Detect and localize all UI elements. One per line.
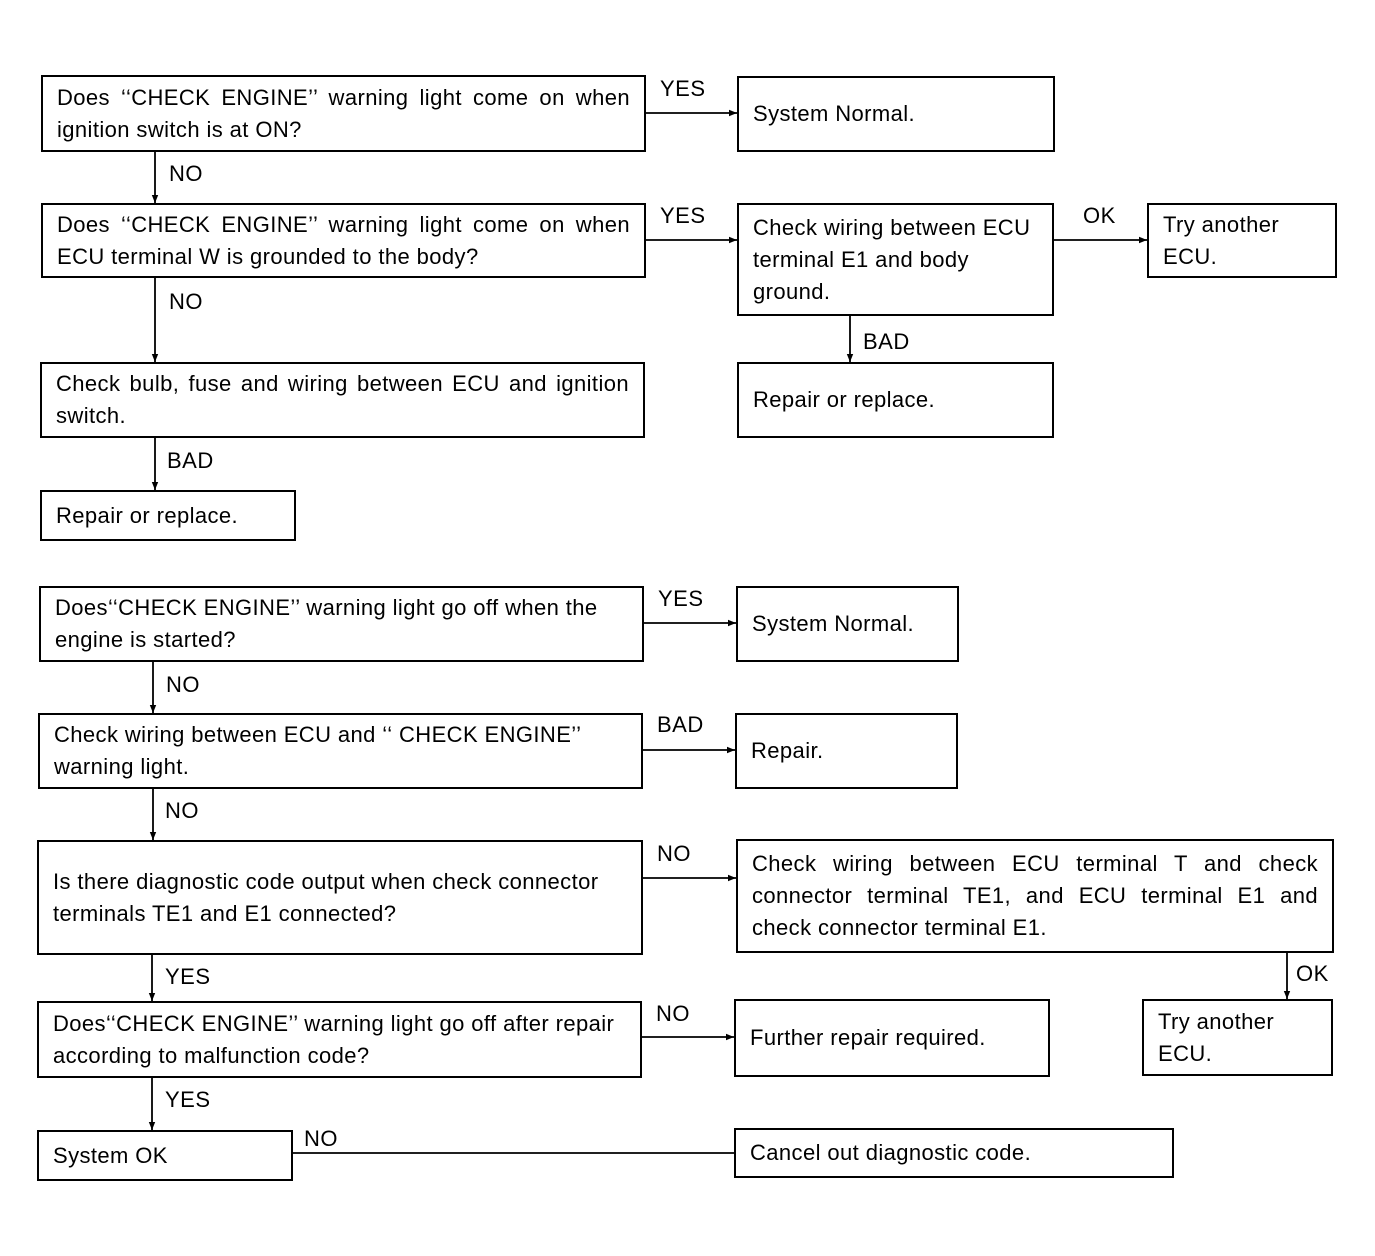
box-check-wiring-e1: Check wiring between ECU terminal E1 and… [737, 203, 1054, 316]
label-no: NO [304, 1126, 338, 1151]
box-system-ok-text: System OK [53, 1142, 168, 1168]
box-further-repair-required: Further repair required. [734, 999, 1050, 1077]
box-system-normal: System Normal. [737, 76, 1055, 152]
box-check-wiring-e1-text: Check wiring between ECU terminal E1 and… [753, 214, 1031, 304]
question-light-off-after-repair-text: Does‘‘CHECK ENGINE’’ warning light go of… [53, 1010, 615, 1068]
box-system-normal-text: System Normal. [753, 101, 916, 126]
question-light-on-ground-w: Does ‘‘CHECK ENGINE’’ warning light come… [41, 203, 646, 278]
label-no: NO [165, 798, 199, 823]
question-light-on-ignition-text: Does ‘‘CHECK ENGINE’’ warning light come… [57, 84, 630, 142]
question-diagnostic-code-output-text: Is there diagnostic code output when che… [53, 868, 599, 926]
box-further-repair-required-text: Further repair required. [750, 1025, 986, 1050]
box-try-another-ecu: Try another ECU. [1142, 999, 1333, 1076]
box-check-wiring-ecu-light-text: Check wiring between ECU and ‘‘ CHECK EN… [54, 722, 581, 779]
label-ok: OK [1296, 961, 1329, 986]
box-try-another-ecu-text: Try another ECU. [1163, 211, 1280, 269]
label-no: NO [657, 841, 691, 866]
box-cancel-diagnostic-code-text: Cancel out diagnostic code. [750, 1140, 1032, 1165]
box-try-another-ecu: Try another ECU. [1147, 203, 1337, 278]
box-check-bulb-fuse: Check bulb, fuse and wiring between ECU … [40, 362, 645, 438]
label-bad: BAD [167, 448, 214, 473]
question-light-off-engine-started: Does‘‘CHECK ENGINE’’ warning light go of… [39, 586, 644, 662]
box-repair-text: Repair. [751, 738, 824, 763]
box-system-ok: System OK [37, 1130, 293, 1181]
box-check-bulb-fuse-text: Check bulb, fuse and wiring between ECU … [56, 371, 629, 428]
label-yes: YES [660, 76, 706, 101]
box-repair-or-replace: Repair or replace. [737, 362, 1054, 438]
question-light-off-after-repair: Does‘‘CHECK ENGINE’’ warning light go of… [37, 1001, 642, 1078]
label-no: NO [169, 289, 203, 314]
question-light-off-engine-started-text: Does‘‘CHECK ENGINE’’ warning light go of… [55, 595, 598, 652]
label-no: NO [656, 1001, 690, 1026]
label-bad: BAD [863, 329, 910, 354]
label-no: NO [166, 672, 200, 697]
label-no: NO [169, 161, 203, 186]
question-light-on-ground-w-text: Does ‘‘CHECK ENGINE’’ warning light come… [57, 211, 630, 269]
box-system-normal: System Normal. [736, 586, 959, 662]
label-yes: YES [658, 586, 704, 611]
question-diagnostic-code-output: Is there diagnostic code output when che… [37, 840, 643, 955]
label-yes: YES [660, 203, 706, 228]
box-check-wiring-ecu-light: Check wiring between ECU and ‘‘ CHECK EN… [38, 713, 643, 789]
label-yes: YES [165, 1087, 211, 1112]
question-light-on-ignition: Does ‘‘CHECK ENGINE’’ warning light come… [41, 75, 646, 152]
box-system-normal-text: System Normal. [752, 611, 915, 636]
box-repair: Repair. [735, 713, 958, 789]
label-ok: OK [1083, 203, 1116, 228]
box-cancel-diagnostic-code: Cancel out diagnostic code. [734, 1128, 1174, 1178]
box-try-another-ecu-text: Try another ECU. [1158, 1008, 1275, 1066]
box-repair-or-replace-text: Repair or replace. [753, 387, 936, 412]
label-yes: YES [165, 964, 211, 989]
box-repair-or-replace-text: Repair or replace. [56, 502, 239, 528]
box-check-wiring-terminal-t: Check wiring between ECU terminal T and … [736, 839, 1334, 953]
box-repair-or-replace: Repair or replace. [40, 490, 296, 541]
label-bad: BAD [657, 712, 704, 737]
box-check-wiring-terminal-t-text: Check wiring between ECU terminal T and … [752, 851, 1318, 940]
